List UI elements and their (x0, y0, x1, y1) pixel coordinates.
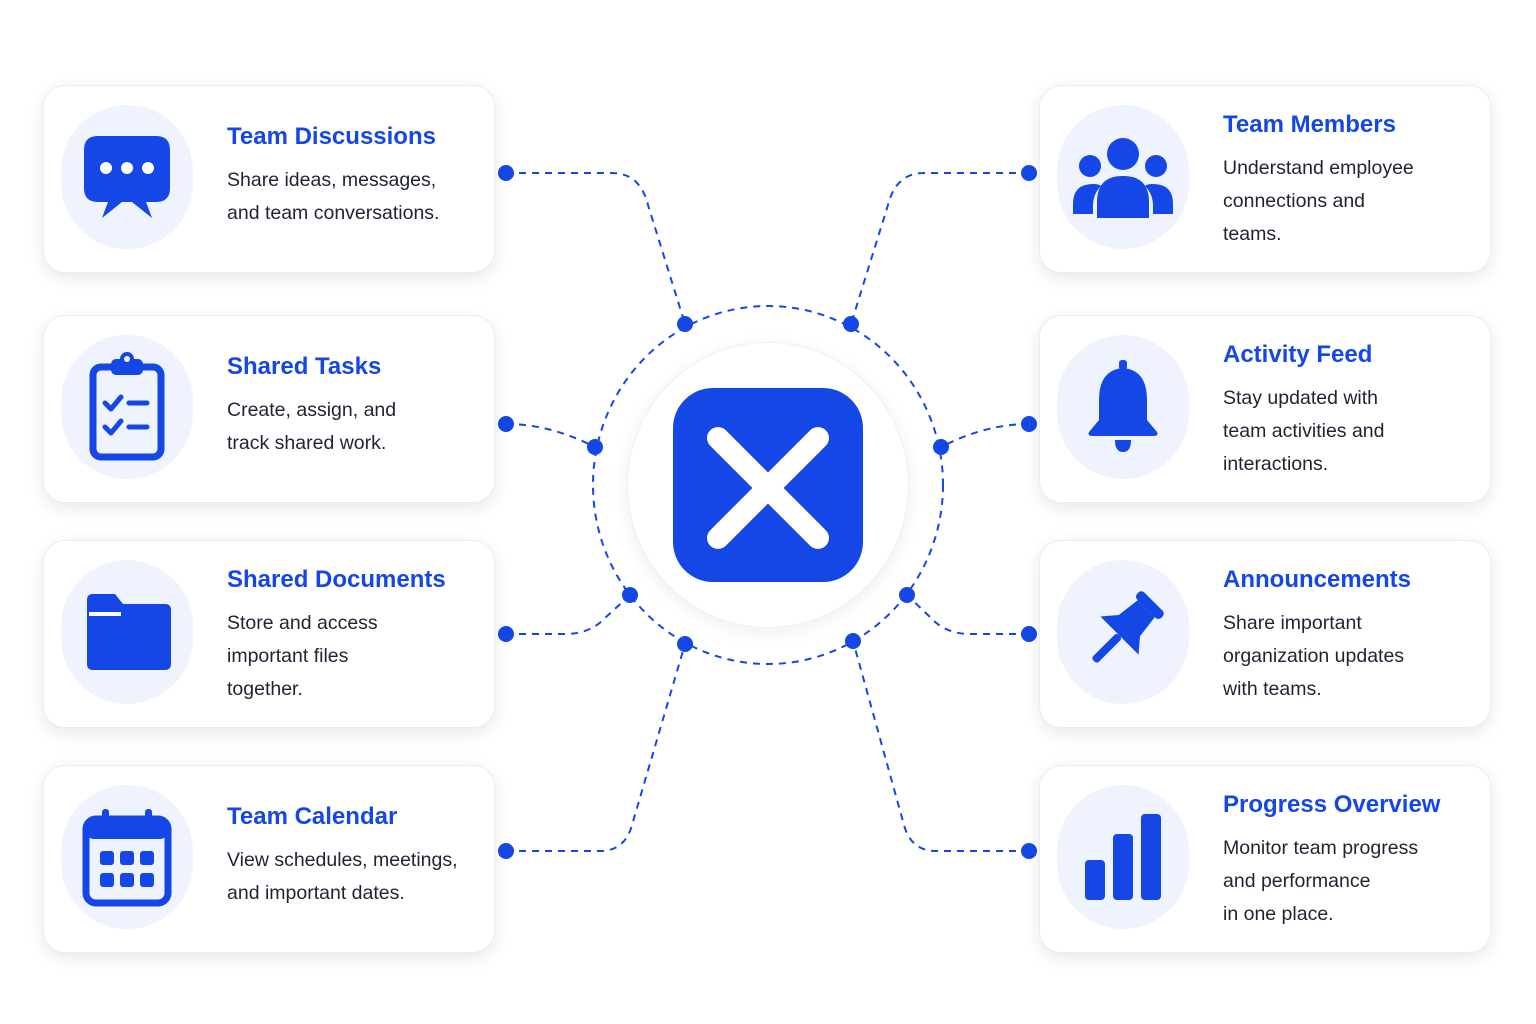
connector-dot (1021, 843, 1037, 859)
card-description: Share ideas, messages, and team conversa… (227, 169, 440, 224)
connector-dot (1021, 626, 1037, 642)
card-title: Team Discussions (227, 123, 436, 150)
card-description: Store and access important files togethe… (227, 612, 378, 700)
connector-dot (498, 626, 514, 642)
card-title: Shared Documents (227, 566, 446, 593)
connector-dot (1021, 416, 1037, 432)
connector-team-discussions (506, 172, 686, 325)
icon-badge (61, 785, 193, 929)
card-team-calendar[interactable]: Team Calendar View schedules, meetings, … (43, 765, 495, 953)
chat-bubble-icon (84, 136, 170, 218)
connector-dot (498, 165, 514, 181)
card-title: Team Calendar (227, 803, 398, 830)
hub-orbit-ring (592, 305, 944, 665)
connector-progress-overview (852, 640, 1029, 852)
card-title: Team Members (1223, 111, 1396, 138)
pushpin-icon (1092, 591, 1164, 663)
icon-badge (1057, 785, 1189, 929)
card-team-discussions[interactable]: Team Discussions Share ideas, messages, … (43, 85, 495, 273)
icon-badge (1057, 105, 1189, 249)
card-title: Announcements (1223, 566, 1412, 593)
card-description: Understand employee connections and team… (1223, 157, 1414, 245)
icon-badge (1057, 335, 1189, 479)
connector-dot (1021, 165, 1037, 181)
card-progress-overview[interactable]: Progress Overview Monitor team progress … (1039, 765, 1491, 953)
icon-badge (1057, 560, 1189, 704)
orbit-dot (677, 636, 693, 652)
people-group-icon (1073, 138, 1173, 218)
icon-badge (61, 560, 193, 704)
card-activity-feed[interactable]: Activity Feed Stay updated with team act… (1039, 315, 1491, 503)
connector-announcements (906, 594, 1029, 635)
connector-shared-tasks (505, 423, 596, 448)
connector-shared-documents (506, 594, 631, 635)
connector-dot (498, 843, 514, 859)
card-shared-tasks[interactable]: Shared Tasks Create, assign, and track s… (43, 315, 495, 503)
bar-chart-icon (1085, 814, 1161, 900)
card-description: Monitor team progress and performance in… (1223, 837, 1419, 925)
card-team-members[interactable]: Team Members Understand employee connect… (1039, 85, 1491, 273)
icon-badge (61, 105, 193, 249)
x-logo-icon[interactable] (673, 388, 863, 582)
orbit-dot (845, 633, 861, 649)
card-title: Activity Feed (1223, 341, 1373, 368)
connector-dot (498, 416, 514, 432)
connector-team-members (850, 172, 1029, 325)
icon-badge (61, 335, 193, 479)
clipboard-checklist-icon (89, 352, 165, 461)
card-description: Share important organization updates wit… (1223, 612, 1405, 700)
card-description: View schedules, meetings, and important … (227, 849, 458, 904)
connector-activity-feed (940, 423, 1030, 448)
orbit-dot (899, 587, 915, 603)
orbit-dot (677, 316, 693, 332)
card-announcements[interactable]: Announcements Share important organizati… (1039, 540, 1491, 728)
hub-circle (628, 343, 908, 627)
card-description: Create, assign, and track shared work. (227, 399, 397, 454)
bell-icon (1088, 360, 1158, 452)
orbit-dot (587, 439, 603, 455)
orbit-dot (843, 316, 859, 332)
card-title: Progress Overview (1223, 791, 1441, 818)
card-shared-documents[interactable]: Shared Documents Store and access import… (43, 540, 495, 728)
card-title: Shared Tasks (227, 353, 382, 380)
orbit-dot (622, 587, 638, 603)
orbit-dot (933, 439, 949, 455)
card-description: Stay updated with team activities and in… (1223, 387, 1385, 475)
calendar-icon (82, 809, 172, 907)
folder-icon (87, 594, 171, 670)
connector-team-calendar (506, 643, 686, 852)
